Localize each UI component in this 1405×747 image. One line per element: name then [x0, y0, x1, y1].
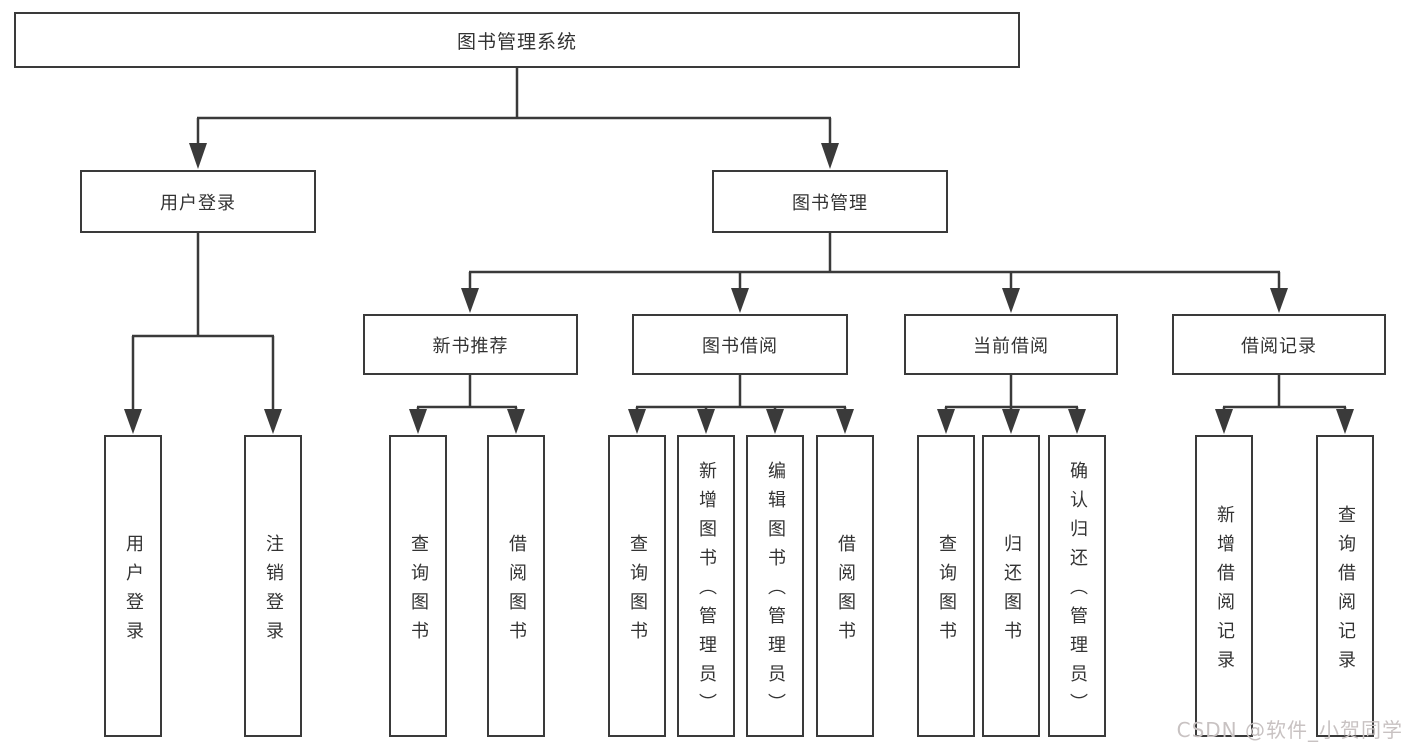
leaf-query-borrow-record: 查询借阅记录: [1316, 435, 1374, 737]
leaf-borrow-books: 借阅图书: [816, 435, 874, 737]
connector-book-borrow-to-leaves: [628, 375, 854, 434]
connector-borrow-records-to-leaves: [1215, 375, 1354, 434]
leaf-return-book: 归还图书: [982, 435, 1040, 737]
leaf-query-books-borrow: 查询图书: [608, 435, 666, 737]
leaf-query-books-current: 查询图书: [917, 435, 975, 737]
leaf-confirm-return-admin: 确认归还（管理员）: [1048, 435, 1106, 737]
leaf-query-books-recommend: 查询图书: [389, 435, 447, 737]
watermark: CSDN @软件_小贺同学: [1176, 718, 1403, 742]
leaf-logout: 注销登录: [244, 435, 302, 737]
connector-user-login-to-leaves: [124, 233, 282, 434]
node-new-book-recommend: 新书推荐: [363, 314, 578, 375]
leaf-borrow-books-recommend: 借阅图书: [487, 435, 545, 737]
connector-current-borrow-to-leaves: [937, 375, 1086, 434]
connector-book-management-to-level3: [461, 233, 1288, 313]
node-user-login: 用户登录: [80, 170, 316, 233]
node-book-management: 图书管理: [712, 170, 948, 233]
node-borrow-records: 借阅记录: [1172, 314, 1386, 375]
node-book-borrow: 图书借阅: [632, 314, 848, 375]
leaf-add-book-admin: 新增图书（管理员）: [677, 435, 735, 737]
leaf-edit-book-admin: 编辑图书（管理员）: [746, 435, 804, 737]
leaf-user-login: 用户登录: [104, 435, 162, 737]
node-current-borrow: 当前借阅: [904, 314, 1118, 375]
node-root-library-management-system: 图书管理系统: [14, 12, 1020, 68]
leaf-add-borrow-record: 新增借阅记录: [1195, 435, 1253, 737]
connector-root-to-level2: [189, 68, 839, 169]
connector-new-book-recommend-to-leaves: [409, 375, 525, 434]
